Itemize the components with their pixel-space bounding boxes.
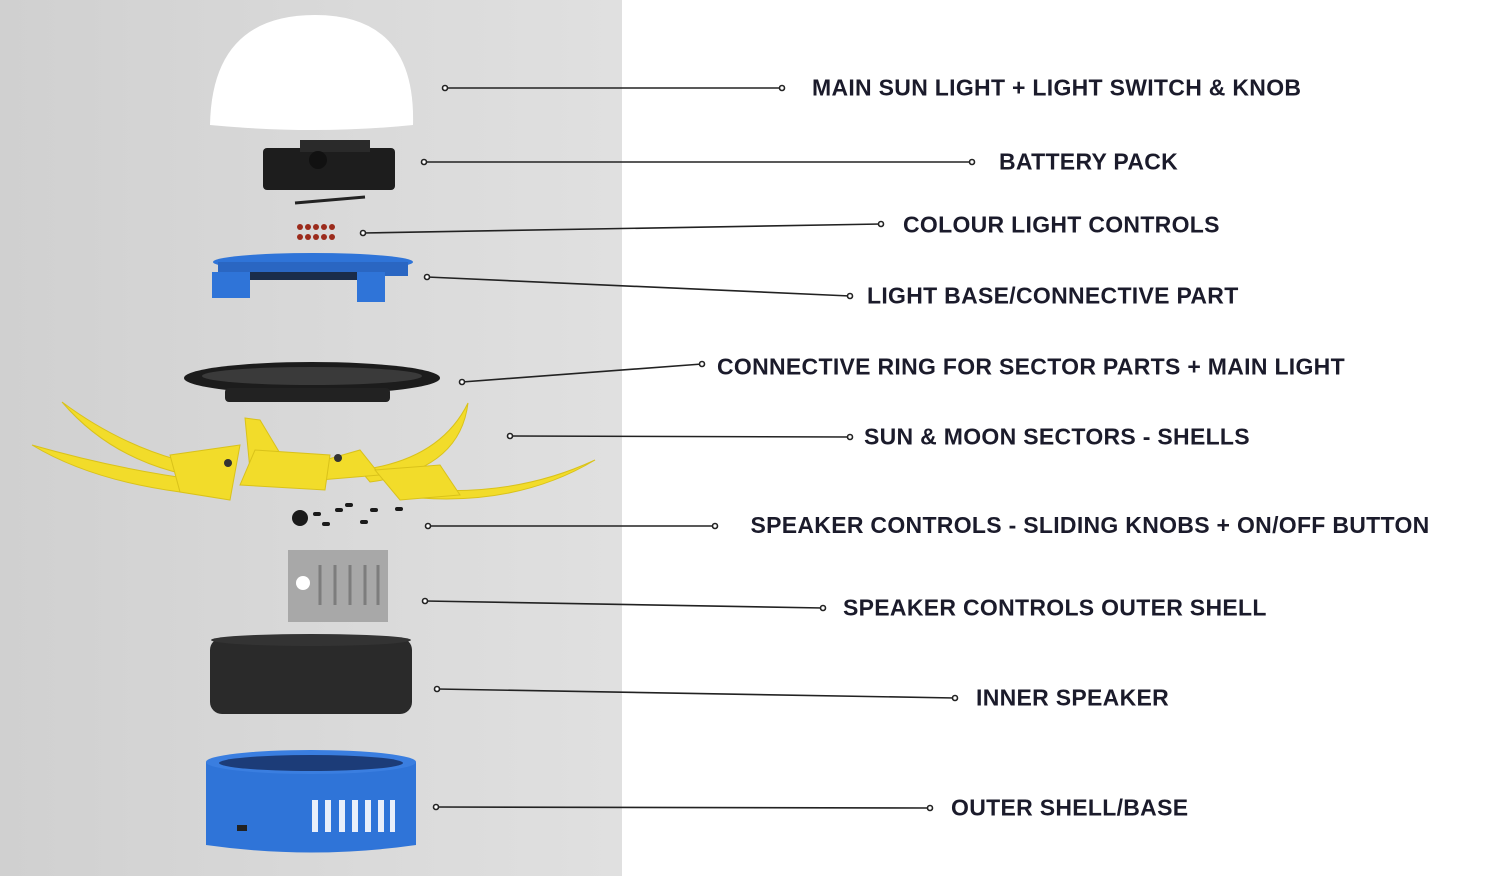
speaker-control-knobs [292,503,403,526]
label-inner-speaker: INNER SPEAKER [976,684,1170,711]
leader-line-9 [433,685,959,702]
leader-line-1 [441,84,786,92]
leader-line-2 [420,158,976,166]
battery-pack [263,140,395,205]
leader-line-7 [424,522,719,530]
label-light-base: LIGHT BASE/CONNECTIVE PART [867,282,1239,309]
connective-ring [184,362,440,402]
inner-speaker [210,634,412,714]
speaker-controls-shell [288,550,388,622]
label-outer-shell: OUTER SHELL/BASE [951,794,1189,821]
leader-line-5 [458,360,706,386]
colour-light-controls [297,224,335,240]
label-battery-pack: BATTERY PACK [999,148,1179,175]
leader-line-4 [423,273,854,300]
label-speaker-controls: SPEAKER CONTROLS - SLIDING KNOBS + ON/OF… [750,512,1430,538]
leader-line-3 [359,220,885,237]
leader-line-10 [432,803,934,812]
main-sun-light-dome [210,15,414,130]
light-base [212,253,413,302]
label-connective-ring: CONNECTIVE RING FOR SECTOR PARTS + MAIN … [717,353,1345,380]
label-sectors: SUN & MOON SECTORS - SHELLS [864,423,1250,450]
outer-shell-base [206,750,416,853]
label-speaker-controls-shell: SPEAKER CONTROLS OUTER SHELL [843,594,1267,621]
leader-line-8 [421,597,827,612]
label-colour-light-controls: COLOUR LIGHT CONTROLS [903,211,1220,238]
leader-line-6 [506,432,854,441]
sun-moon-sectors [31,401,596,501]
label-main-sun-light: MAIN SUN LIGHT + LIGHT SWITCH & KNOB [812,74,1302,101]
